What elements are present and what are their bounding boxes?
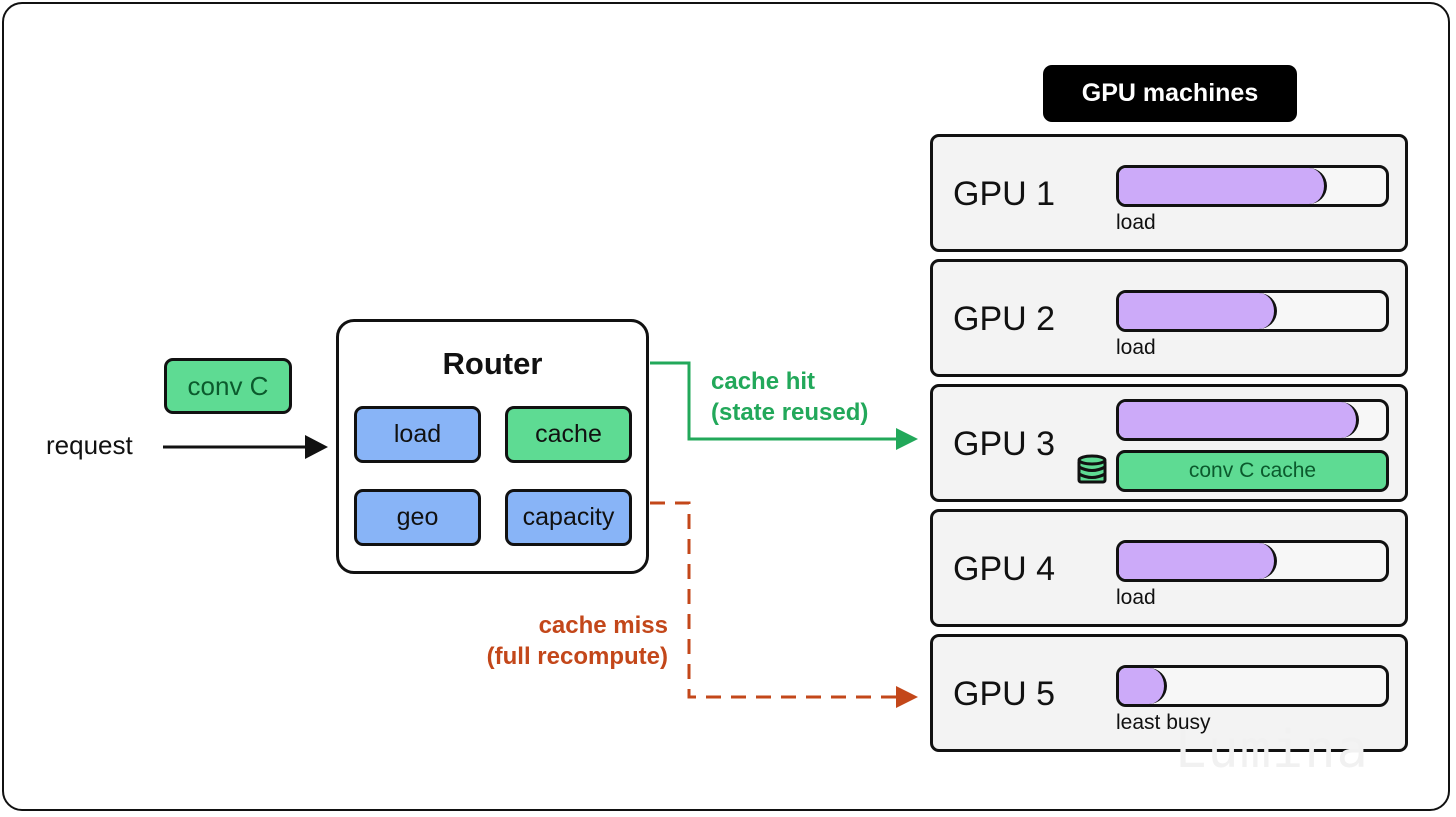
gpu-card-2: GPU 2 load [930,259,1408,377]
cache-hit-label-line1: cache hit [711,368,816,395]
load-bar [1116,665,1389,707]
cache-hit-label: cache hit (state reused) [711,366,868,428]
request-arrow-head [305,435,328,459]
gpu-machines-header: GPU machines [1043,65,1297,122]
gpu-name: GPU 2 [953,300,1056,338]
gpu-card-1: GPU 1 load [930,134,1408,252]
load-bar-label: load [1116,336,1156,359]
cache-hit-arrow-head [896,428,918,450]
gpu-name: GPU 1 [953,175,1056,213]
gpu-card-3: GPU 3 conv C cache [930,384,1408,502]
load-bar-label: load [1116,586,1156,609]
cache-miss-arrow [650,501,896,699]
router-title: Router [442,346,543,381]
cache-hit-arrow [650,361,898,441]
load-bar-fill [1119,293,1277,329]
router-box: Router load cache geo capacity [336,319,649,574]
cache-hit-label-line2: (state reused) [711,399,869,426]
router-chip-cache: cache [505,406,632,463]
load-bar-label: load [1116,211,1156,234]
gpu-name: GPU 3 [953,425,1056,463]
router-chip-capacity: capacity [505,489,632,546]
load-bar [1116,540,1389,582]
load-bar-fill [1119,668,1168,704]
load-bar-fill [1119,402,1360,438]
gpu-card-4: GPU 4 load [930,509,1408,627]
load-bar-fill [1119,543,1277,579]
cache-miss-label-line2: (full recompute) [486,643,668,670]
gpu-name: GPU 4 [953,550,1056,588]
conv-c-tag: conv C [164,358,292,414]
load-bar [1116,399,1389,441]
load-bar-label: least busy [1116,711,1211,734]
load-bar-fill [1119,168,1328,204]
load-bar [1116,290,1389,332]
cache-miss-label: cache miss (full recompute) [466,610,668,672]
cache-miss-label-line1: cache miss [538,612,668,639]
database-icon [1077,454,1107,484]
cache-miss-arrow-head [896,686,918,708]
load-bar [1116,165,1389,207]
request-label: request [46,430,133,460]
router-chip-load: load [354,406,481,463]
gpu-name: GPU 5 [953,675,1056,713]
watermark: Lumina [1175,720,1369,780]
conv-c-cache-bar: conv C cache [1116,450,1389,492]
gpu-card-5: GPU 5 least busy [930,634,1408,752]
router-chip-geo: geo [354,489,481,546]
